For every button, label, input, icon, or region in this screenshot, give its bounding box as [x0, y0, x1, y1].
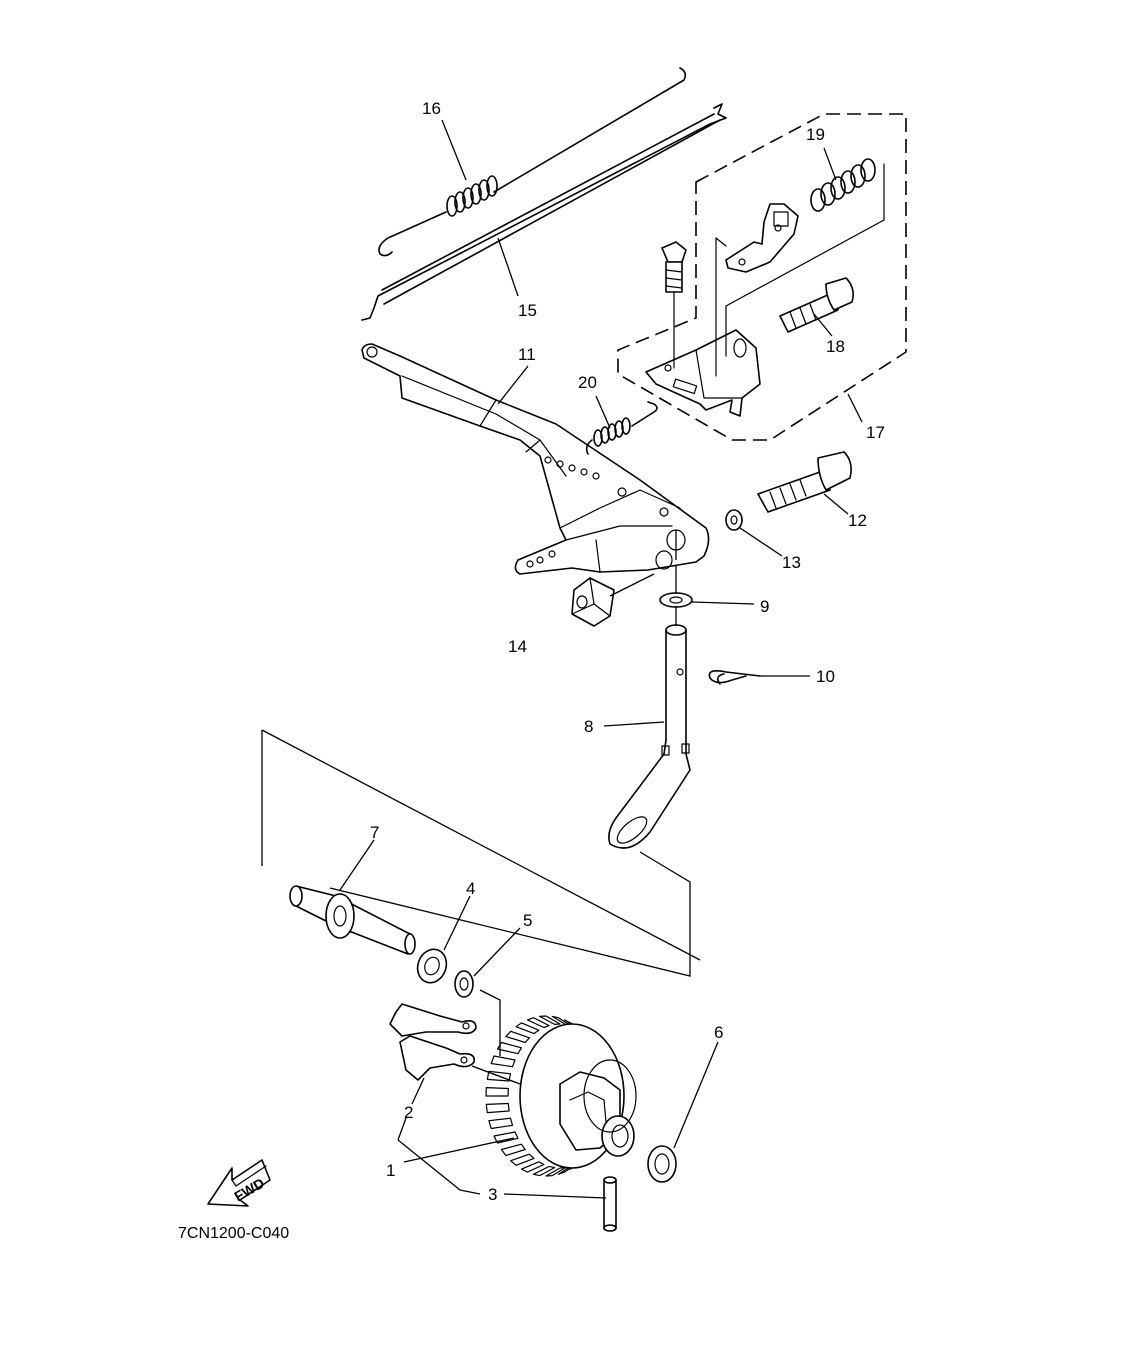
callout-10: 10: [816, 667, 835, 686]
gear-tooth: [505, 1030, 531, 1044]
pin-3-icon: [603, 1176, 617, 1232]
callout-18: 18: [826, 337, 845, 356]
callout-1: 1: [386, 1161, 395, 1180]
fwd-arrow-icon: FWD: [207, 1159, 271, 1207]
callout-leaders: [339, 119, 863, 1199]
callout-4: 4: [466, 879, 475, 898]
callout-2: 2: [404, 1103, 413, 1122]
callout-11: 11: [518, 345, 536, 364]
callout-labels: 1 2 3 4 5 6 7 8 9 10 11 12 13 14 15 16 1…: [370, 99, 885, 1204]
callout-14: 14: [508, 637, 527, 656]
gear-1-icon: [485, 1015, 637, 1177]
gear-tooth: [485, 1102, 510, 1114]
callout-7: 7: [370, 823, 379, 842]
callout-3: 3: [488, 1185, 497, 1204]
washer-6-icon: [647, 1145, 677, 1183]
callout-9: 9: [760, 597, 769, 616]
shaft-7-icon: [289, 885, 416, 955]
gear-tooth: [520, 1161, 545, 1173]
assembly-lines: [261, 530, 701, 1085]
assembly-17-outline: [617, 113, 907, 441]
callout-6: 6: [714, 1023, 723, 1042]
callout-13: 13: [782, 553, 801, 572]
gear-tooth: [485, 1086, 509, 1097]
gear-tooth: [510, 1153, 535, 1166]
callout-15: 15: [518, 301, 537, 320]
callout-17: 17: [866, 423, 885, 442]
callout-20: 20: [578, 373, 597, 392]
gear-tooth: [526, 1017, 550, 1029]
spring-16-icon: [378, 67, 687, 257]
callout-19: 19: [806, 125, 825, 144]
callout-12: 12: [848, 511, 867, 530]
gear-tooth: [515, 1022, 540, 1035]
washer-5-icon: [454, 970, 474, 998]
spring-19-icon: [810, 158, 876, 212]
gear-tooth: [545, 1166, 567, 1177]
nut-14-icon: [571, 573, 655, 627]
lever-11-icon: [361, 343, 710, 575]
gear-tooth: [539, 1015, 561, 1026]
gear-tooth: [532, 1165, 556, 1177]
washer-13-icon: [725, 509, 743, 531]
gear-tooth: [490, 1055, 516, 1068]
callout-16: 16: [422, 99, 441, 118]
callout-5: 5: [523, 911, 532, 930]
bolt-18-icon: [779, 277, 854, 333]
rod-15-icon: [361, 103, 727, 321]
callout-8: 8: [584, 717, 593, 736]
shaft-8-icon: [608, 624, 691, 849]
weights-2-icon: [389, 1003, 477, 1081]
spring-20-icon: [585, 401, 658, 455]
bracket-17-icon: [645, 163, 885, 417]
washer-4-icon: [416, 948, 448, 984]
gear-tooth: [493, 1131, 519, 1144]
gear-tooth: [488, 1117, 514, 1130]
gear-tooth: [496, 1041, 523, 1055]
diagram-code: 7CN1200-C040: [178, 1225, 289, 1242]
clip-10-icon: [708, 670, 761, 685]
bolt-12-icon: [757, 451, 852, 513]
washer-9-icon: [659, 592, 693, 608]
gear-tooth: [500, 1143, 526, 1157]
